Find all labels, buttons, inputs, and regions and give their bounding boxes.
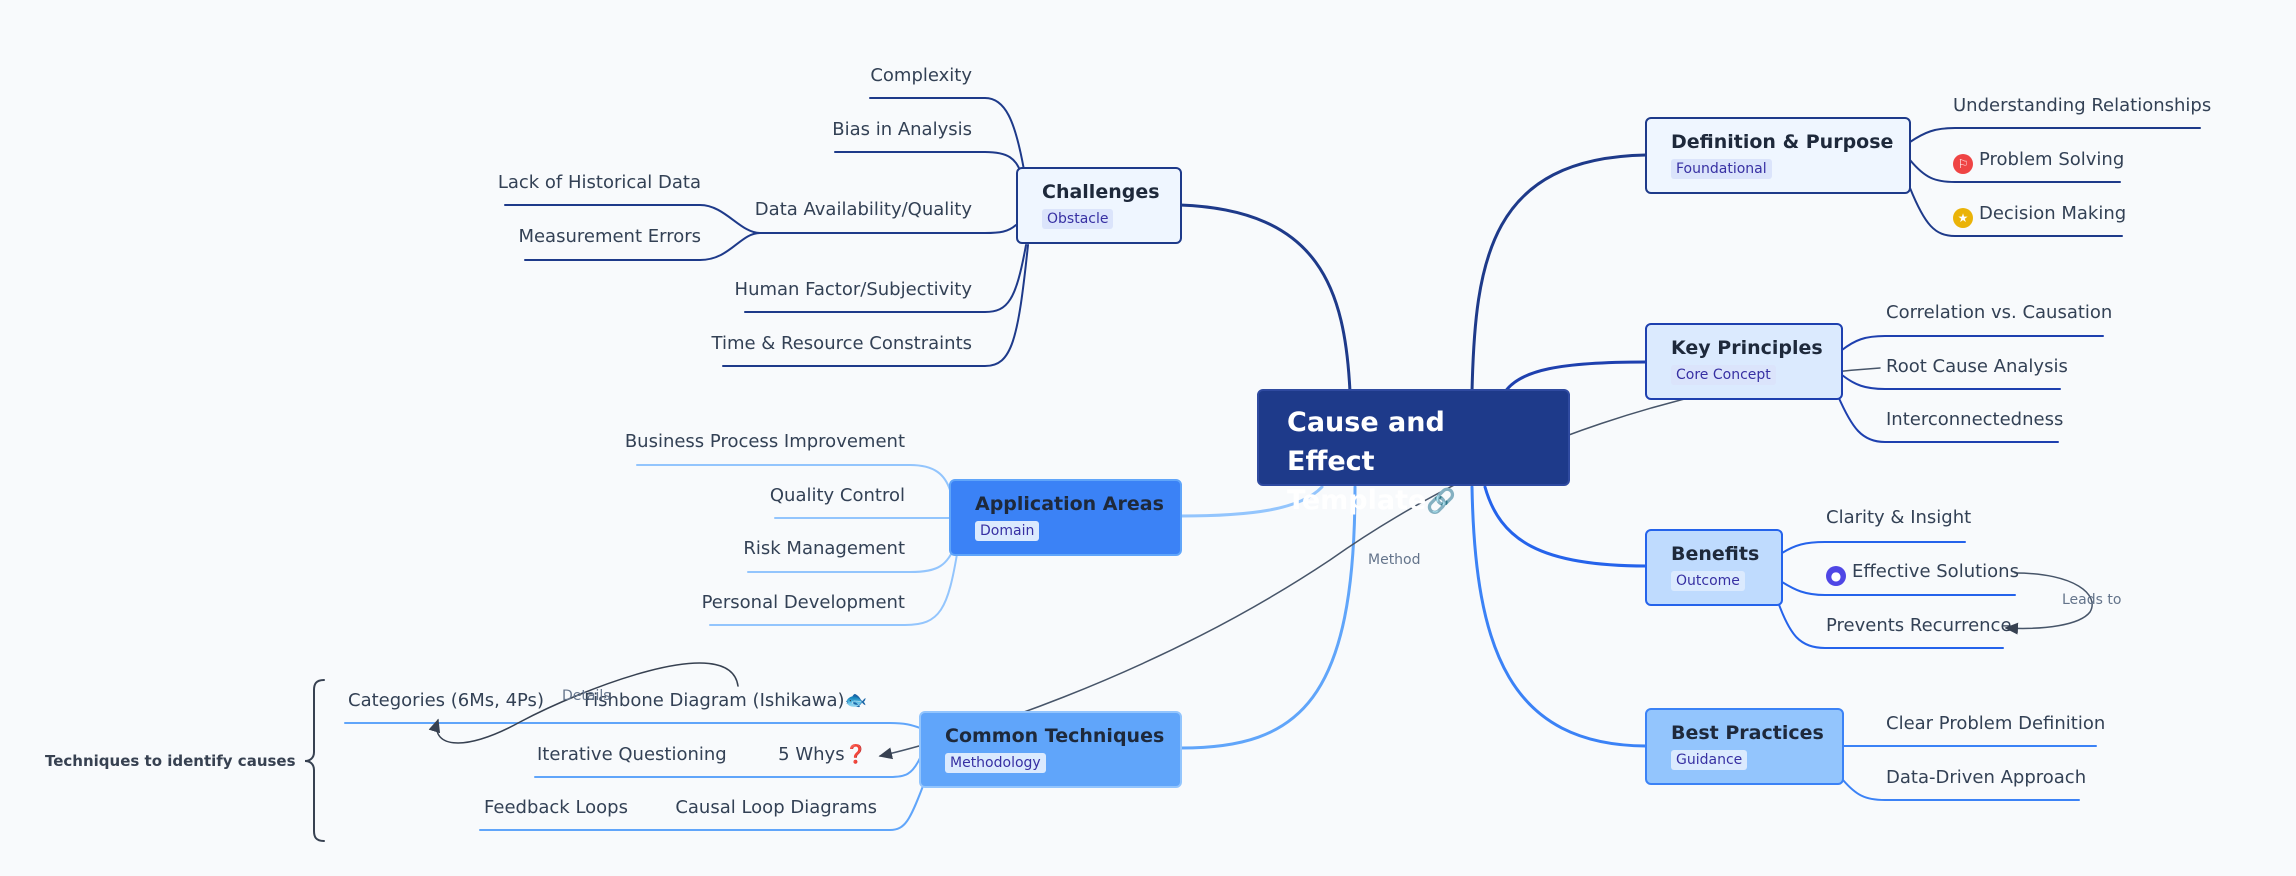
leaf-business-process[interactable]: Business Process Improvement (624, 431, 905, 452)
user-icon: ● (1826, 566, 1846, 586)
leaf-decision-making[interactable]: ★Decision Making (1953, 203, 2126, 228)
branch-application-areas[interactable]: Application Areas Domain (949, 479, 1182, 556)
leaf-causal-loop[interactable]: Causal Loop Diagrams (675, 797, 877, 818)
link-icon: 🔗 (1426, 487, 1457, 515)
star-icon: ★ (1953, 208, 1973, 228)
branch-title: Common Techniques (945, 725, 1165, 747)
leaf-problem-solving[interactable]: ⚐Problem Solving (1953, 149, 2124, 174)
summary-bracket (304, 679, 325, 842)
leaf-fishbone[interactable]: Fishbone Diagram (Ishikawa)🐟 (584, 690, 867, 711)
leaf-clarity-insight[interactable]: Clarity & Insight (1826, 507, 1972, 528)
relation-leads-to-line (2004, 572, 2093, 635)
branch-key-principles[interactable]: Key Principles Core Concept (1645, 323, 1843, 400)
leaf-prevents-recurrence[interactable]: Prevents Recurrence (1826, 615, 2012, 636)
leaf-lack-historical[interactable]: Lack of Historical Data (497, 172, 701, 193)
root-title-line1: Cause and Effect (1287, 407, 1445, 477)
leaf-time-resource[interactable]: Time & Resource Constraints (711, 333, 973, 354)
flag-icon: ⚐ (1953, 154, 1973, 174)
leaf-interconnectedness[interactable]: Interconnectedness (1886, 409, 2064, 430)
root-node[interactable]: Cause and Effect Template🔗 (1257, 389, 1570, 516)
branch-title: Challenges (1042, 181, 1160, 203)
link-root-principles (1503, 360, 1648, 394)
branch-common-techniques[interactable]: Common Techniques Methodology (919, 711, 1182, 788)
link-root-techniques (1179, 485, 1357, 750)
branch-tag: Core Concept (1671, 365, 1776, 385)
leaf-risk-management[interactable]: Risk Management (743, 538, 905, 559)
branch-title: Best Practices (1671, 722, 1824, 744)
branch-tag: Obstacle (1042, 209, 1114, 229)
leaf-categories[interactable]: Categories (6Ms, 4Ps) (348, 690, 544, 711)
leaf-iterative-questioning[interactable]: Iterative Questioning (537, 744, 727, 765)
leaf-understanding-relationships[interactable]: Understanding Relationships (1953, 95, 2212, 116)
leaf-feedback-loops[interactable]: Feedback Loops (484, 797, 628, 818)
branch-title: Application Areas (975, 493, 1164, 515)
branch-title: Definition & Purpose (1671, 131, 1894, 153)
question-icon: ❓ (844, 744, 867, 765)
branch-challenges[interactable]: Challenges Obstacle (1016, 167, 1182, 244)
link-root-definition (1470, 153, 1648, 394)
branch-tag: Guidance (1671, 750, 1748, 770)
leaf-effective-solutions[interactable]: ●Effective Solutions (1826, 561, 2019, 586)
link-root-challenges (1178, 203, 1352, 394)
leaf-personal-development[interactable]: Personal Development (701, 592, 905, 613)
leaf-clear-problem-definition[interactable]: Clear Problem Definition (1886, 713, 2106, 734)
leaf-quality-control[interactable]: Quality Control (769, 485, 905, 506)
root-title-line2: Template (1287, 485, 1427, 516)
branch-title: Benefits (1671, 543, 1760, 565)
branch-benefits[interactable]: Benefits Outcome (1645, 529, 1783, 606)
fish-icon: 🐟 (844, 690, 867, 711)
relation-method-label: Method (1368, 552, 1421, 568)
branch-best-practices[interactable]: Best Practices Guidance (1645, 708, 1844, 785)
branch-tag: Outcome (1671, 571, 1745, 591)
branch-definition-purpose[interactable]: Definition & Purpose Foundational (1645, 117, 1911, 194)
leaf-data-availability[interactable]: Data Availability/Quality (754, 199, 972, 220)
branch-title: Key Principles (1671, 337, 1823, 359)
branch-tag: Methodology (945, 753, 1046, 773)
leaf-human-factor[interactable]: Human Factor/Subjectivity (734, 279, 972, 300)
relation-details-label: Details (562, 688, 611, 704)
link-root-practices (1470, 485, 1648, 748)
branch-tag: Domain (975, 521, 1040, 541)
summary-label: Techniques to identify causes (45, 752, 296, 770)
leaf-data-driven-approach[interactable]: Data-Driven Approach (1886, 767, 2087, 788)
leaf-five-whys[interactable]: 5 Whys❓ (778, 744, 867, 765)
branch-tag: Foundational (1671, 159, 1772, 179)
link-root-benefits (1483, 485, 1648, 568)
relation-details-line (428, 662, 739, 744)
leaf-measurement-errors[interactable]: Measurement Errors (518, 226, 701, 247)
leaf-correlation-causation[interactable]: Correlation vs. Causation (1886, 302, 2113, 323)
leaf-bias[interactable]: Bias in Analysis (832, 119, 972, 140)
leaf-root-cause-analysis[interactable]: Root Cause Analysis (1886, 356, 2068, 377)
relation-leads-to-label: Leads to (2062, 592, 2122, 608)
leaf-complexity[interactable]: Complexity (870, 65, 972, 86)
link-root-application (1178, 485, 1324, 518)
